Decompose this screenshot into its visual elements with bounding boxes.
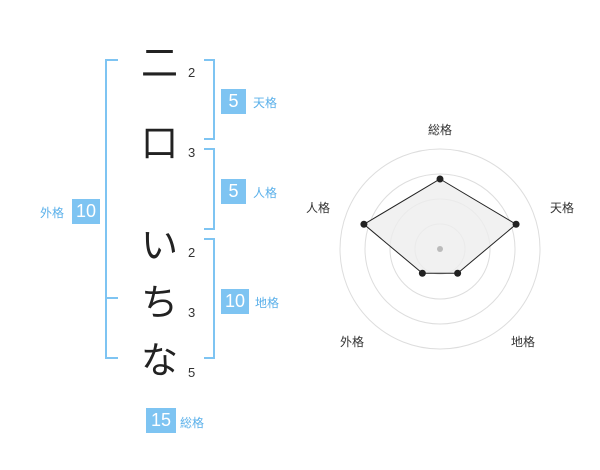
axis-label-gaikaku: 外格 [340, 335, 365, 349]
jinkaku-label: 人格 [253, 186, 278, 200]
axis-label-chikaku: 地格 [511, 335, 536, 349]
jinkaku-bracket [204, 148, 215, 230]
stroke-count-5: 5 [188, 365, 196, 380]
name-char-3: い [141, 224, 178, 267]
stroke-count-1: 2 [188, 65, 196, 80]
tenkaku-value-badge: 5 [221, 89, 246, 114]
name-char-1: 二 [141, 42, 178, 85]
name-char-4: ち [141, 281, 178, 324]
stroke-count-2: 3 [188, 145, 196, 160]
stroke-count-4: 3 [188, 305, 196, 320]
chikaku-bracket [204, 238, 215, 359]
radar-point-3 [454, 269, 462, 277]
name-char-2: 口 [141, 122, 178, 165]
soukaku-value-badge: 15 [146, 408, 176, 433]
axis-label-jinkaku: 人格 [306, 201, 331, 215]
gaikaku-bracket [105, 59, 118, 359]
soukaku-label: 総格 [180, 416, 205, 430]
gaikaku-label: 外格 [40, 206, 65, 220]
stroke-count-3: 2 [188, 245, 196, 260]
chikaku-value-badge: 10 [221, 289, 249, 314]
radar-ring [364, 173, 516, 325]
axis-label-tenkaku: 天格 [550, 201, 575, 215]
radar-ring [339, 148, 541, 350]
radar-center-dot [437, 246, 443, 252]
name-char-5: な [141, 339, 178, 382]
radar-point-5 [360, 220, 368, 228]
gaikaku-value-badge: 10 [72, 199, 100, 224]
radar-data-polygon [363, 178, 517, 274]
radar-point-2 [512, 220, 520, 228]
jinkaku-value-badge: 5 [221, 179, 246, 204]
tenkaku-bracket [204, 59, 215, 140]
tenkaku-label: 天格 [253, 96, 278, 110]
radar-point-4 [418, 269, 426, 277]
axis-label-soukaku: 総格 [428, 123, 453, 137]
radar-point-1 [436, 175, 444, 183]
chikaku-label: 地格 [255, 296, 280, 310]
